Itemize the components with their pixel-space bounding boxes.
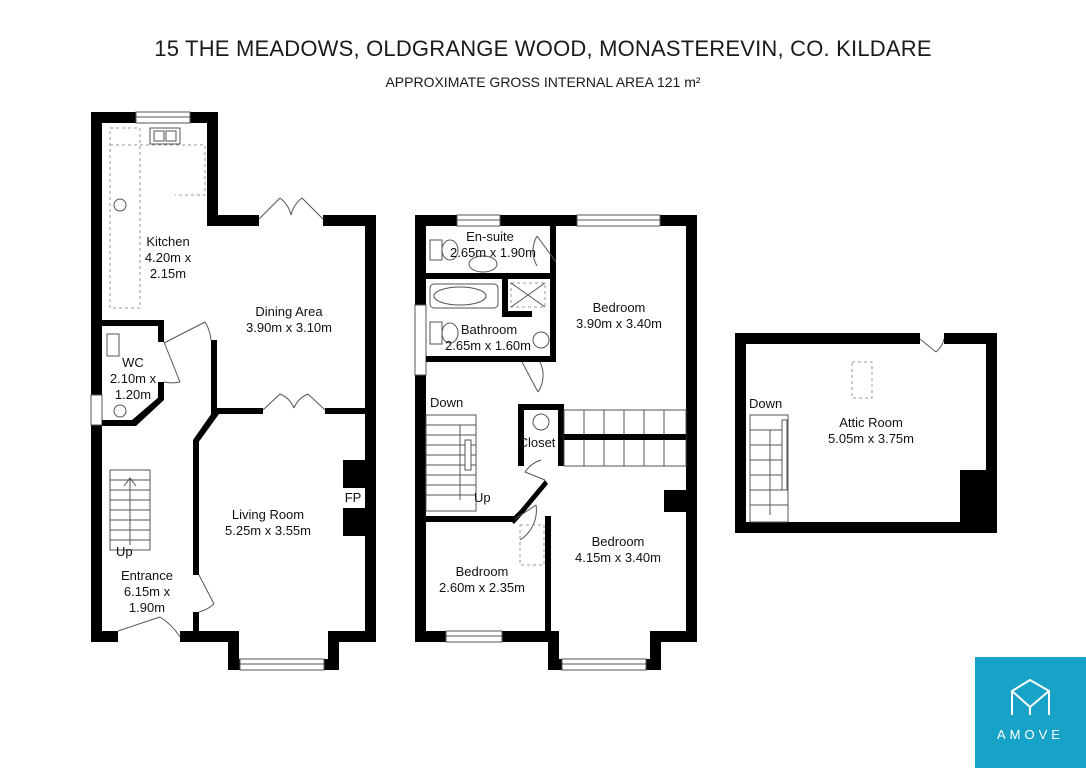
first-main-stairs <box>425 414 477 512</box>
bedroom-3-dim: 4.15m x 3.40m <box>575 550 661 565</box>
ensuite-label: En-suite <box>466 229 514 244</box>
ground-stairs <box>109 469 151 551</box>
entrance-label: Entrance <box>121 568 173 583</box>
house-m-icon <box>1011 678 1050 715</box>
bedroom-3-label: Bedroom <box>592 534 645 549</box>
bedroom-2-label: Bedroom <box>456 564 509 579</box>
closet-label: Closet <box>519 435 556 450</box>
ground-stairs-up-label: Up <box>116 544 133 559</box>
dining-label: Dining Area <box>255 304 323 319</box>
entrance-dim-1: 6.15m x <box>124 584 171 599</box>
ground-floor: Kitchen 4.20m x 2.15m Dining Area 3.90m … <box>90 111 376 671</box>
attic-stairs <box>749 414 789 523</box>
attic-room-dim: 5.05m x 3.75m <box>828 431 914 446</box>
bedroom-2-dim: 2.60m x 2.35m <box>439 580 525 595</box>
wc-dim-1: 2.10m x <box>110 371 157 386</box>
attic-room-label: Attic Room <box>839 415 903 430</box>
page-subtitle: APPROXIMATE GROSS INTERNAL AREA 121 m² <box>385 74 701 90</box>
first-to-attic-stairs <box>563 409 687 467</box>
wc-dim-2: 1.20m <box>115 387 151 402</box>
page-title: 15 THE MEADOWS, OLDGRANGE WOOD, MONASTER… <box>154 36 932 61</box>
living-label: Living Room <box>232 507 304 522</box>
kitchen-dim-1: 4.20m x <box>145 250 192 265</box>
attic-stairs-down-label: Down <box>749 396 782 411</box>
wc-label: WC <box>122 355 144 370</box>
living-dim: 5.25m x 3.55m <box>225 523 311 538</box>
attic-floor: Down Attic Room 5.05m x 3.75m <box>735 333 997 533</box>
dining-dim: 3.90m x 3.10m <box>246 320 332 335</box>
brand-logo[interactable]: AMOVE <box>975 657 1086 768</box>
bathroom-label: Bathroom <box>461 322 517 337</box>
first-floor: En-suite 2.65m x 1.90m Bedroom 3.90m x 3… <box>414 214 697 671</box>
first-stairs-up-label: Up <box>474 490 491 505</box>
first-stairs-down-label: Down <box>430 395 463 410</box>
kitchen-label: Kitchen <box>146 234 189 249</box>
kitchen-dim-2: 2.15m <box>150 266 186 281</box>
bedroom-1-label: Bedroom <box>593 300 646 315</box>
entrance-dim-2: 1.90m <box>129 600 165 615</box>
bathroom-dim: 2.65m x 1.60m <box>445 338 531 353</box>
bedroom-1-dim: 3.90m x 3.40m <box>576 316 662 331</box>
ensuite-dim: 2.65m x 1.90m <box>450 245 536 260</box>
fireplace-label: FP <box>345 490 362 505</box>
brand-name: AMOVE <box>997 727 1064 742</box>
